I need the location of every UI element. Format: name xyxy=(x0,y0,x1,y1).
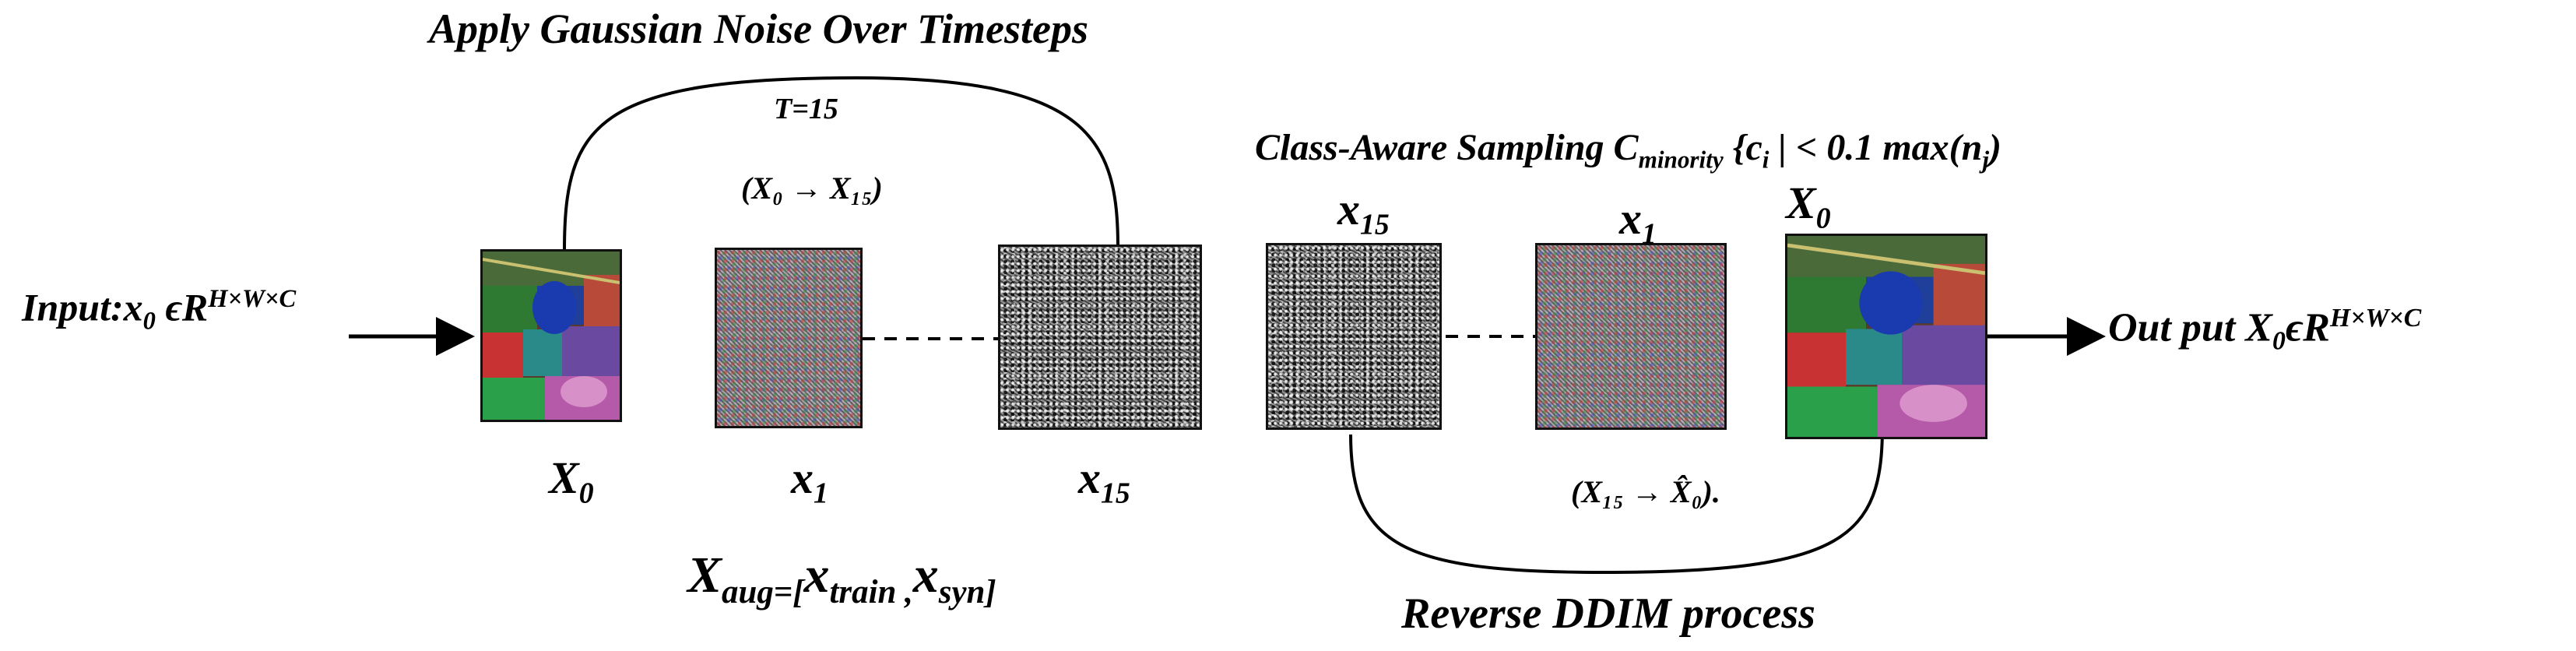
reverse-label-x1-base: x xyxy=(1619,193,1642,244)
forward-label-x1-base: x xyxy=(791,452,814,503)
input-label: Input:x0 ϵRH×W×C xyxy=(22,287,296,334)
input-sup: H×W×C xyxy=(208,285,297,313)
forward-label-x0: X0 xyxy=(549,456,594,508)
output-sub: 0 xyxy=(2272,326,2286,356)
forward-label-x0-base: X xyxy=(549,452,579,503)
augmented-set-formula: Xaug=[xtrain ,xsyn] xyxy=(687,550,996,610)
aug-x1-sub: train xyxy=(829,574,897,611)
sampling-close: ) xyxy=(1989,127,2002,168)
forward-label-x0-sub: 0 xyxy=(578,477,594,510)
aug-close: ] xyxy=(985,574,996,611)
forward-label-x15-sub: 15 xyxy=(1101,477,1130,510)
sampling-rest: | < 0.1 max(n xyxy=(1769,127,1983,168)
aug-x1: x xyxy=(803,547,830,603)
sampling-rest-sub: j xyxy=(1982,146,1990,174)
forward-label-x1: x1 xyxy=(791,456,828,508)
sampling-set: {c xyxy=(1723,127,1762,168)
output-text: Out put X xyxy=(2108,305,2272,350)
reverse-equation: (X₁₅ → X̂₀). xyxy=(1571,474,1720,509)
reverse-label-x0-sub: 0 xyxy=(1815,202,1831,235)
forward-label-x15: x15 xyxy=(1078,456,1130,508)
hsi-map-input xyxy=(483,252,620,420)
input-text: Input:x xyxy=(22,285,143,329)
input-mid: ϵR xyxy=(155,285,209,329)
reverse-label-x1: x1 xyxy=(1619,196,1657,249)
output-label: Out put X0ϵRH×W×C xyxy=(2108,305,2421,355)
hsi-map-output xyxy=(1787,236,1985,437)
forward-equation: (X₀ → X₁₅) xyxy=(741,171,883,206)
output-hyperspectral-image xyxy=(1785,234,1987,439)
reverse-label-x1-sub: 1 xyxy=(1642,217,1657,251)
aug-eq: =[ xyxy=(773,574,804,611)
reverse-label-x0-base: X xyxy=(1786,178,1816,228)
sampling-set-sub: i xyxy=(1762,146,1769,174)
reverse-label-x15-base: x xyxy=(1337,184,1360,234)
forward-label-x15-base: x xyxy=(1078,452,1101,503)
input-sub: 0 xyxy=(142,307,156,336)
forward-process-title: Apply Gaussian Noise Over Timesteps xyxy=(429,5,1088,52)
forward-label-x1-sub: 1 xyxy=(814,477,828,510)
aug-comma: , xyxy=(896,574,913,611)
sampling-c: C xyxy=(1613,127,1639,168)
aug-x2: x xyxy=(912,547,939,603)
aug-base: X xyxy=(687,547,722,603)
reverse-label-x15: x15 xyxy=(1337,187,1390,240)
noisy-image-x15-reverse xyxy=(1266,243,1442,430)
input-hyperspectral-image xyxy=(480,249,622,422)
aug-x2-sub: syn xyxy=(938,574,986,611)
aug-sub: aug xyxy=(722,574,774,611)
reverse-process-title: Reverse DDIM process xyxy=(1401,589,1815,638)
reverse-label-x15-sub: 15 xyxy=(1360,208,1390,241)
output-sup: H×W×C xyxy=(2329,304,2422,333)
forward-arc xyxy=(563,76,1119,252)
timestep-count-label: T=15 xyxy=(774,93,838,125)
noisy-image-x1-forward xyxy=(715,248,863,428)
class-aware-sampling-label: Class-Aware Sampling Cminority {ci | < 0… xyxy=(1255,129,2001,172)
noisy-image-x1-reverse xyxy=(1535,243,1727,430)
reverse-label-x0: X0 xyxy=(1786,181,1831,234)
sampling-prefix: Class-Aware Sampling xyxy=(1255,127,1614,168)
sampling-c-sub: minority xyxy=(1638,146,1724,174)
reverse-arc xyxy=(1349,426,1884,575)
output-mid: ϵR xyxy=(2285,305,2330,350)
noisy-image-x15-forward xyxy=(998,245,1202,430)
